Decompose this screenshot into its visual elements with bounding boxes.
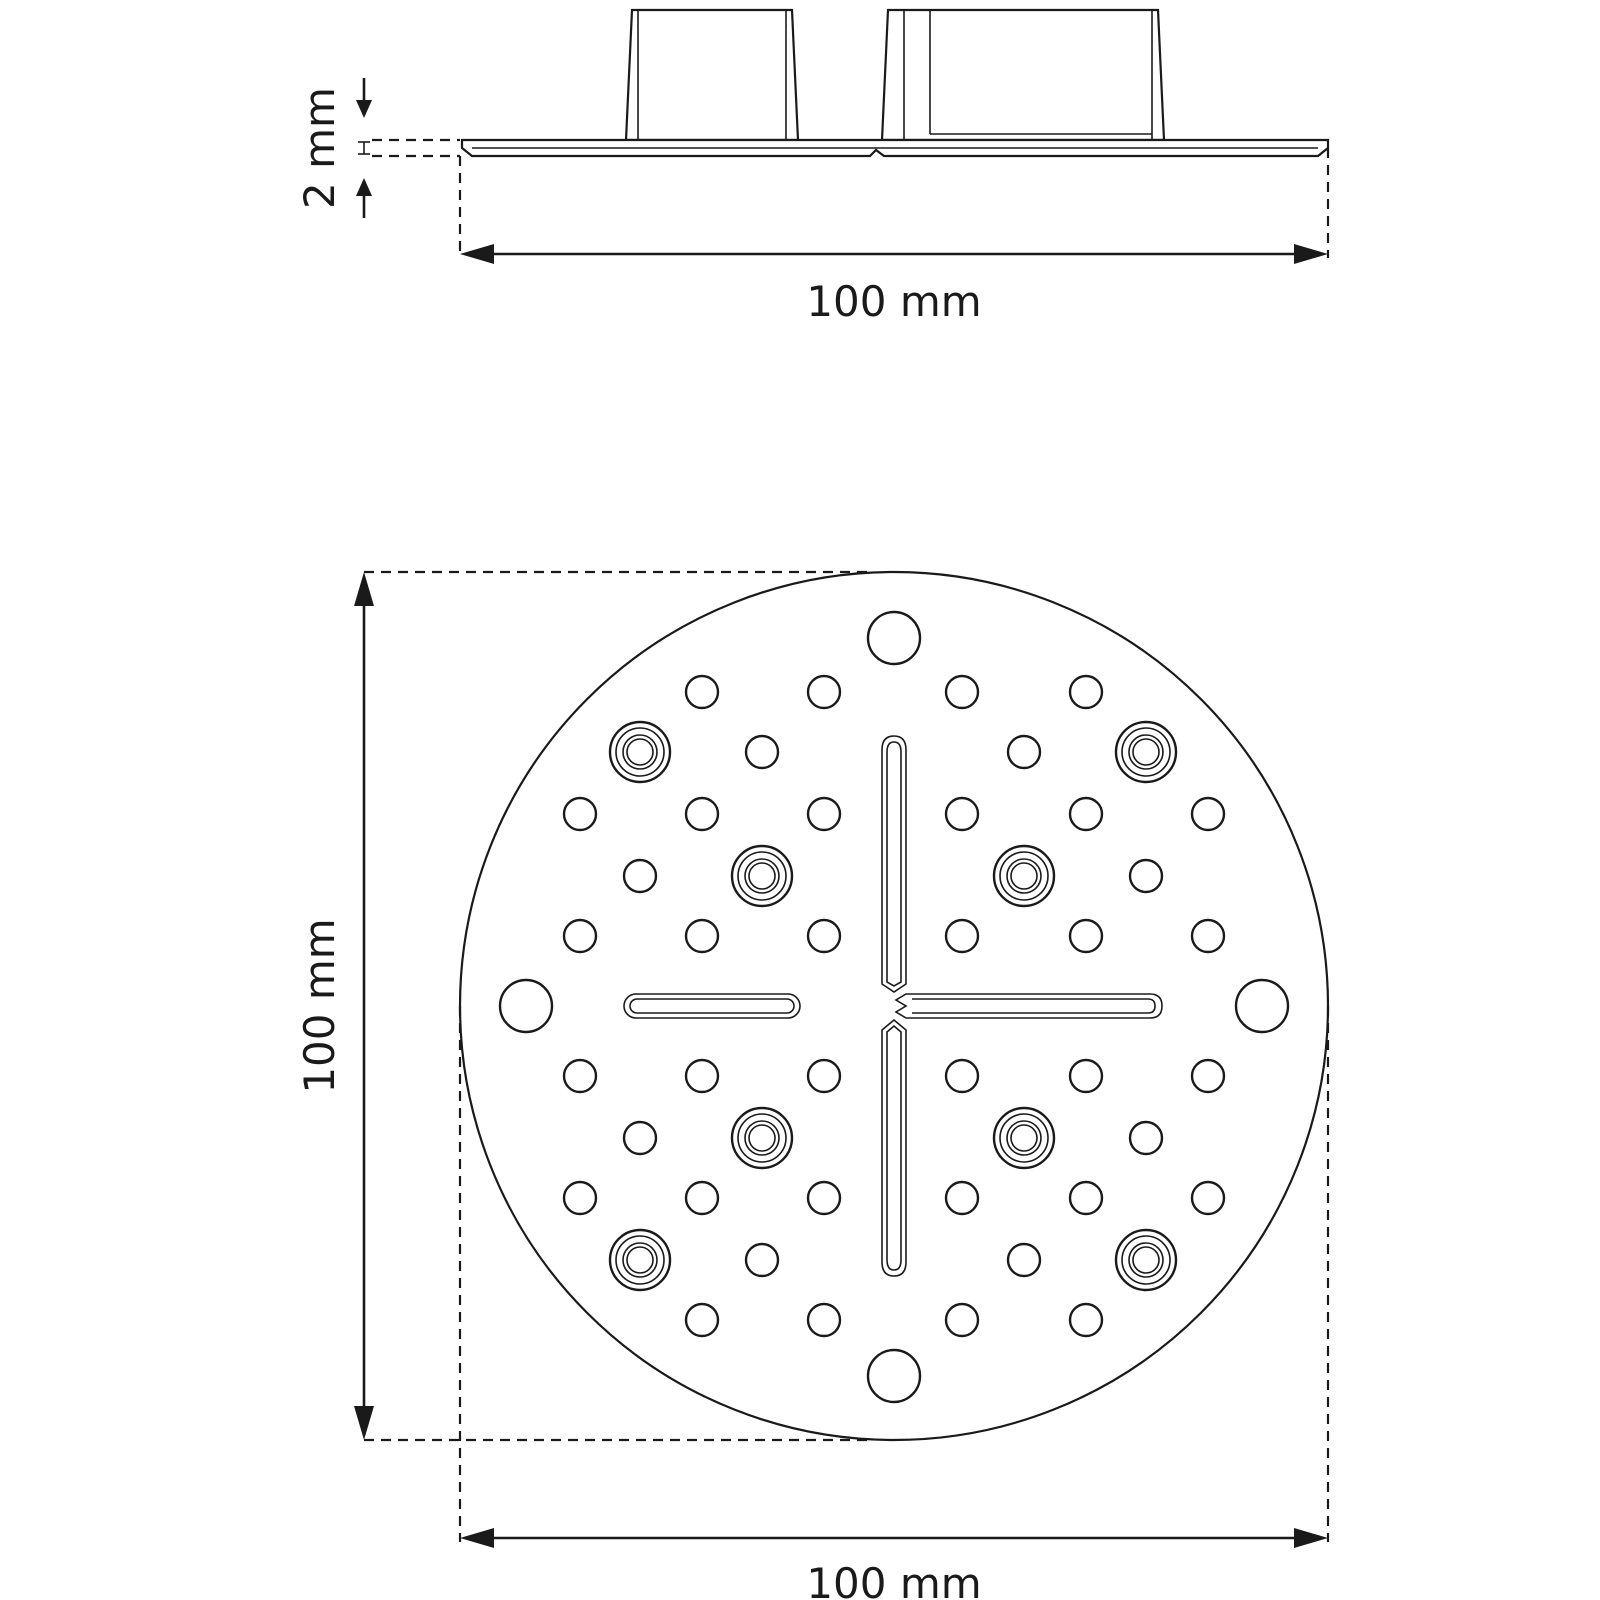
left-horizontal-slot — [623, 993, 801, 1019]
small-hole — [806, 796, 842, 832]
side-width-dimension — [460, 244, 1328, 264]
small-hole — [1190, 1180, 1226, 1216]
side-left-post — [624, 8, 800, 142]
small-hole — [562, 1180, 598, 1216]
top-view: 100 mm 100 mm — [295, 570, 1330, 1600]
thickness-label: 2 mm — [295, 87, 344, 209]
small-hole — [1190, 1058, 1226, 1094]
small-hole — [562, 796, 598, 832]
screw-boss — [1114, 1228, 1178, 1292]
screw-boss — [608, 720, 672, 784]
small-hole — [684, 1058, 720, 1094]
small-hole — [1068, 796, 1104, 832]
small-hole — [684, 674, 720, 710]
small-hole — [1190, 918, 1226, 954]
screw-boss — [992, 844, 1056, 908]
small-hole — [944, 1180, 980, 1216]
mounting-hole-bottom — [866, 1348, 922, 1404]
small-hole — [944, 796, 980, 832]
small-hole — [806, 1180, 842, 1216]
small-hole — [1190, 796, 1226, 832]
small-hole — [1068, 1180, 1104, 1216]
small-hole — [1068, 1058, 1104, 1094]
small-hole — [562, 918, 598, 954]
small-hole — [622, 858, 658, 894]
screw-boss — [730, 844, 794, 908]
height-label: 100 mm — [295, 918, 344, 1093]
small-hole — [1006, 734, 1042, 770]
bosses — [608, 720, 1178, 1292]
small-hole — [1068, 1302, 1104, 1338]
screw-boss — [992, 1106, 1056, 1170]
mounting-hole-right — [1234, 978, 1290, 1034]
vertical-slot — [881, 735, 907, 1277]
side-base-plate — [460, 138, 1330, 158]
screw-boss — [730, 1106, 794, 1170]
small-hole — [806, 1302, 842, 1338]
small-hole — [684, 1302, 720, 1338]
small-hole — [944, 674, 980, 710]
small-hole — [944, 1302, 980, 1338]
screw-boss — [1114, 720, 1178, 784]
height-dimension — [354, 572, 374, 1440]
top-width-dimension — [460, 1528, 1328, 1548]
small-hole — [744, 734, 780, 770]
small-hole — [806, 918, 842, 954]
mounting-holes — [498, 610, 1290, 1404]
small-hole — [944, 918, 980, 954]
mounting-hole-left — [498, 978, 554, 1034]
small-holes — [562, 674, 1226, 1338]
screw-boss — [608, 1228, 672, 1292]
small-hole — [684, 796, 720, 832]
side-view: 2 mm 100 mm — [295, 8, 1330, 326]
thickness-dimension — [356, 78, 372, 218]
small-hole — [684, 918, 720, 954]
plate-disc — [458, 570, 1330, 1442]
top-width-label: 100 mm — [806, 1559, 981, 1600]
mounting-hole-top — [866, 610, 922, 666]
side-width-label: 100 mm — [806, 277, 981, 326]
small-hole — [1128, 858, 1164, 894]
small-hole — [1006, 1242, 1042, 1278]
small-hole — [562, 1058, 598, 1094]
side-right-post — [880, 8, 1166, 142]
small-hole — [1068, 674, 1104, 710]
right-horizontal-slot — [894, 993, 1163, 1019]
small-hole — [944, 1058, 980, 1094]
small-hole — [684, 1180, 720, 1216]
small-hole — [806, 1058, 842, 1094]
small-hole — [806, 674, 842, 710]
small-hole — [1128, 1120, 1164, 1156]
small-hole — [1068, 918, 1104, 954]
small-hole — [744, 1242, 780, 1278]
small-hole — [622, 1120, 658, 1156]
